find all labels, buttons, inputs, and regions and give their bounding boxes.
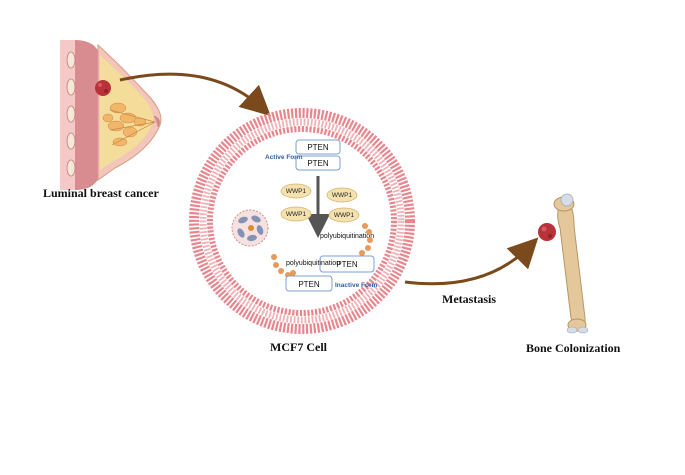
wwp1-label-3: WWP1 [332,192,353,199]
wwp1-3 [326,187,358,203]
pten-inactive-label-right: PTEN [336,260,358,269]
wwp1-label-4: WWP1 [334,212,355,219]
polyub-label-right: polyubiquitination [320,233,374,240]
arrow-to-cell [119,72,271,117]
wwp1-1 [280,183,312,199]
luminal-label: Luminal breast cancer [43,186,159,200]
wwp1-group: WWP1 WWP1 WWP1 WWP1 [280,183,360,223]
pten-inactive-box-left [285,275,333,292]
breast-illustration [60,40,162,190]
pten-active-label-1: PTEN [307,143,329,152]
inactive-form-label: Inactive Form [335,282,377,289]
bone-label: Bone Colonization [526,341,621,355]
ub-chain-right [359,223,373,256]
bone-tumor [538,223,556,241]
metastasis-label: Metastasis [442,292,496,306]
bone-illustration [538,193,589,334]
wwp1-2 [280,206,312,222]
ub-chain-left [271,254,296,278]
wwp1-4 [328,207,360,223]
wwp1-label-2: WWP1 [286,211,307,218]
active-form-label: Active Form [265,154,303,161]
organelle [231,209,269,247]
pten-active-label-2: PTEN [307,159,329,168]
pten-active-box-1 [295,139,341,155]
pten-active-box-2 [295,155,341,171]
arrow-to-bone [404,237,539,286]
wwp1-label-1: WWP1 [286,188,307,195]
cell-label: MCF7 Cell [270,340,327,354]
breast-tumor [95,80,111,96]
pten-inactive-box-right [319,255,375,273]
pten-inactive-label-left: PTEN [298,280,320,289]
polyub-label-left: polyubiquitination [286,260,340,267]
